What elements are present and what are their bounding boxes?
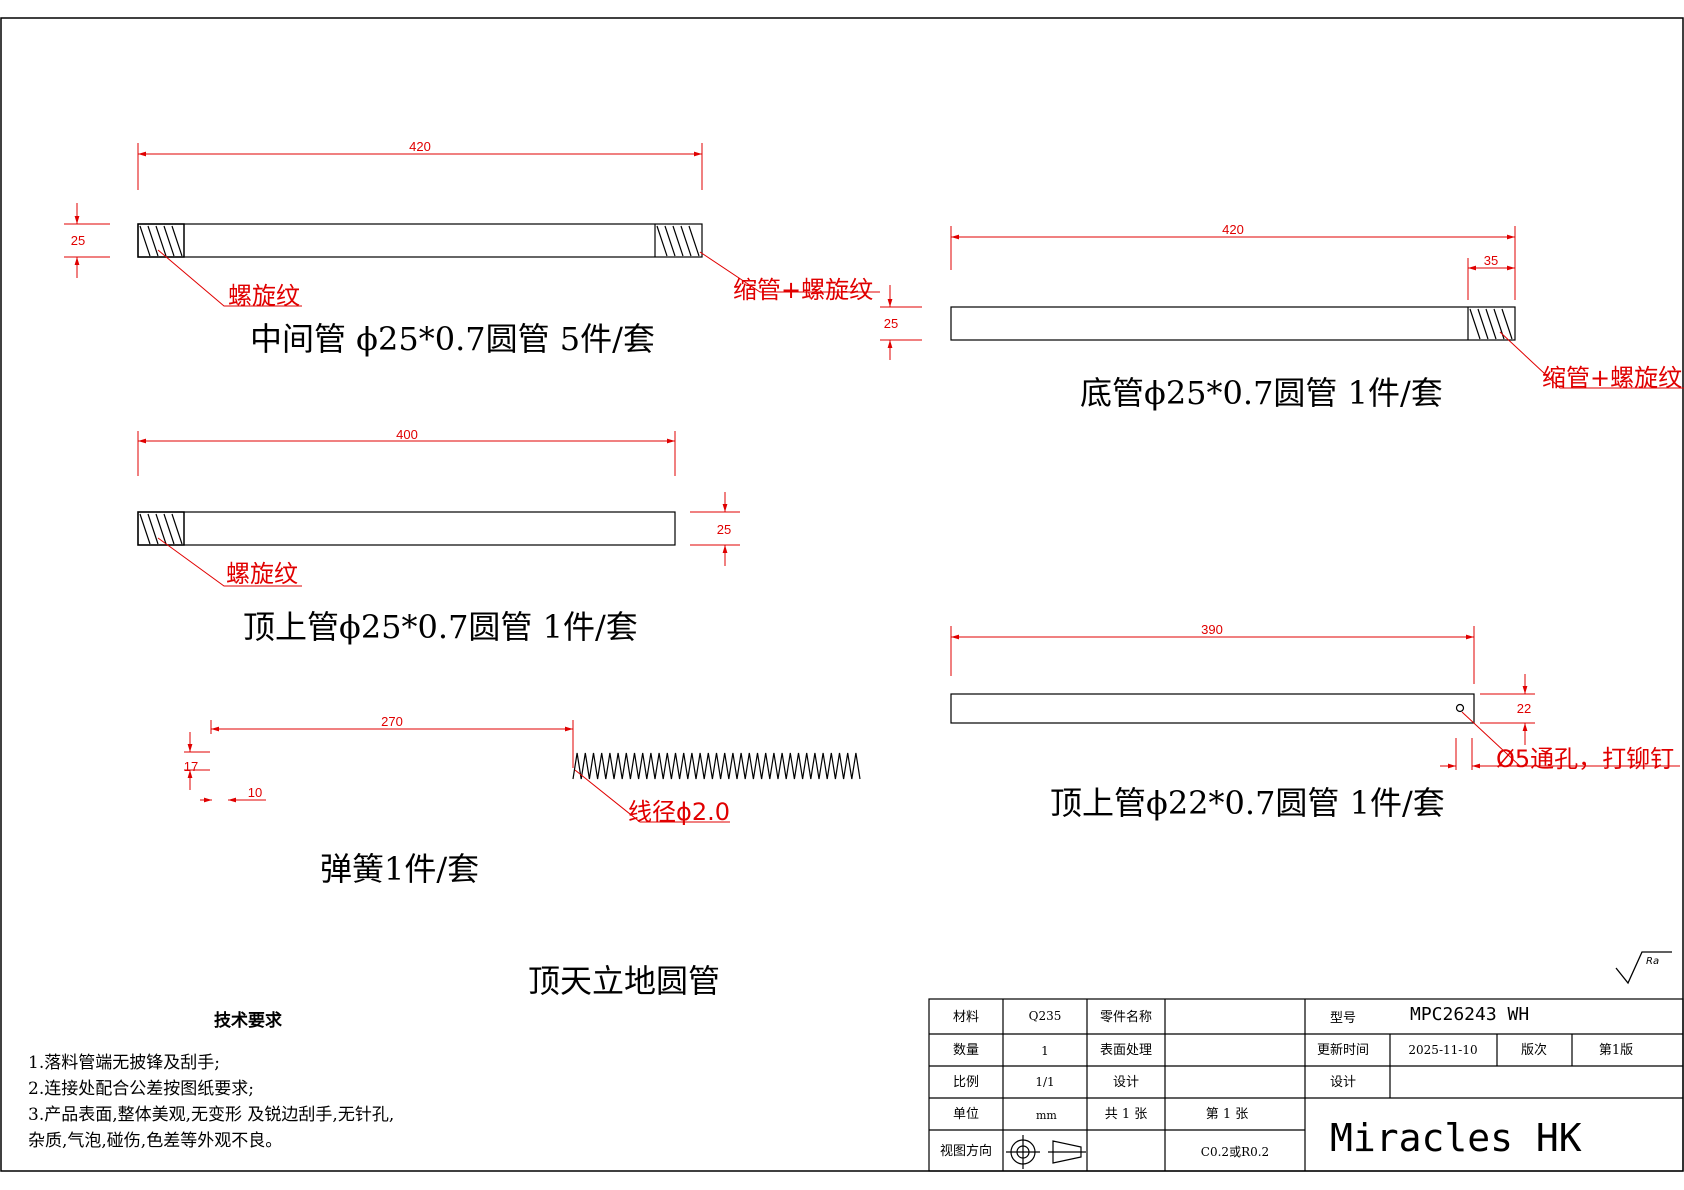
roughness-label: Ra bbox=[1646, 956, 1659, 967]
top-a-length-dim: 400 bbox=[396, 427, 418, 442]
unit-label: 单位 bbox=[953, 1107, 979, 1122]
top-tube-a bbox=[137, 511, 676, 546]
update-value: 2025-11-10 bbox=[1408, 1043, 1477, 1057]
sheets-total: 共 1 张 bbox=[1105, 1107, 1148, 1122]
model-value: MPC26243 WH bbox=[1410, 1004, 1529, 1025]
top-b-length-dim: 390 bbox=[1201, 622, 1223, 637]
bottom-diameter-dim: 25 bbox=[884, 316, 898, 331]
version-label: 版次 bbox=[1521, 1042, 1547, 1058]
unit-value: mm bbox=[1036, 1109, 1057, 1122]
bottom-length-dim: 420 bbox=[1222, 222, 1244, 237]
top-a-note-left: 螺旋纹 bbox=[226, 560, 298, 588]
spring-height-dim: 17 bbox=[184, 759, 198, 774]
top-tube-a-dims bbox=[137, 431, 740, 587]
bottom-end-dim: 35 bbox=[1484, 253, 1498, 268]
design-label: 设计 bbox=[1113, 1075, 1139, 1090]
top-b-diameter-dim: 22 bbox=[1517, 701, 1531, 716]
roughness-symbol bbox=[1615, 951, 1672, 985]
view-direction-icons bbox=[1006, 1135, 1086, 1169]
tech-line-3: 3.产品表面,整体美观,无变形 及锐边刮手,无针孔, bbox=[28, 1105, 395, 1125]
chamfer-value: C0.2或R0.2 bbox=[1201, 1145, 1269, 1159]
scale-value: 1/1 bbox=[1035, 1075, 1054, 1089]
middle-note-right: 缩管+螺旋纹 bbox=[733, 276, 873, 304]
model-label: 型号 bbox=[1330, 1011, 1356, 1026]
view-direction-label: 视图方向 bbox=[940, 1143, 992, 1159]
top-a-label: 顶上管ϕ25*0.7圆管 1件/套 bbox=[243, 608, 638, 646]
spring-label: 弹簧1件/套 bbox=[320, 850, 479, 888]
middle-note-left: 螺旋纹 bbox=[228, 282, 300, 310]
middle-length-dim: 420 bbox=[409, 139, 431, 154]
middle-label: 中间管 ϕ25*0.7圆管 5件/套 bbox=[250, 320, 655, 358]
update-label: 更新时间 bbox=[1317, 1042, 1369, 1058]
tech-line-4: 杂质,气泡,碰伤,色差等外观不良。 bbox=[28, 1131, 283, 1151]
top-a-diameter-dim: 25 bbox=[717, 522, 731, 537]
qty-value: 1 bbox=[1041, 1044, 1049, 1058]
title-block bbox=[928, 998, 1684, 1172]
cone-icon bbox=[1052, 1140, 1082, 1164]
spring-wire-note: 线径ϕ2.0 bbox=[628, 798, 730, 826]
tech-line-1: 1.落料管端无披锋及刮手; bbox=[28, 1053, 220, 1073]
material-value: Q235 bbox=[1029, 1009, 1062, 1023]
bottom-label: 底管ϕ25*0.7圆管 1件/套 bbox=[1080, 374, 1443, 412]
scale-label: 比例 bbox=[953, 1075, 979, 1090]
middle-diameter-dim: 25 bbox=[71, 233, 85, 248]
top-b-hole-note: Ø5通孔，打铆钉 bbox=[1496, 745, 1674, 773]
top-tube-b-dims bbox=[950, 626, 1680, 770]
spring-pitch-dim: 10 bbox=[248, 785, 262, 800]
company-name: Miracles HK bbox=[1330, 1116, 1582, 1160]
bottom-note-right: 缩管+螺旋纹 bbox=[1542, 364, 1682, 392]
spring-dims bbox=[184, 720, 730, 823]
version-value: 第1版 bbox=[1599, 1043, 1633, 1058]
drawing-border bbox=[0, 17, 1684, 1172]
middle-tube bbox=[137, 223, 703, 258]
spring-length-dim: 270 bbox=[381, 714, 403, 729]
sheet-number: 第 1 张 bbox=[1206, 1107, 1249, 1122]
tech-requirements-title: 技术要求 bbox=[214, 1011, 282, 1031]
design2-label: 设计 bbox=[1330, 1075, 1356, 1090]
bottom-tube bbox=[950, 306, 1516, 341]
material-label: 材料 bbox=[953, 1010, 979, 1025]
bottom-tube-dims bbox=[880, 226, 1684, 389]
part-name-label: 零件名称 bbox=[1100, 1009, 1152, 1025]
middle-tube-dims bbox=[64, 143, 880, 307]
qty-label: 数量 bbox=[953, 1043, 979, 1058]
top-tube-b bbox=[950, 693, 1475, 724]
drawing-title: 顶天立地圆管 bbox=[528, 962, 720, 1000]
tech-line-2: 2.连接处配合公差按图纸要求; bbox=[28, 1079, 254, 1099]
top-b-label: 顶上管ϕ22*0.7圆管 1件/套 bbox=[1050, 784, 1445, 822]
spring-coil bbox=[572, 752, 861, 780]
surface-label: 表面处理 bbox=[1100, 1043, 1152, 1058]
